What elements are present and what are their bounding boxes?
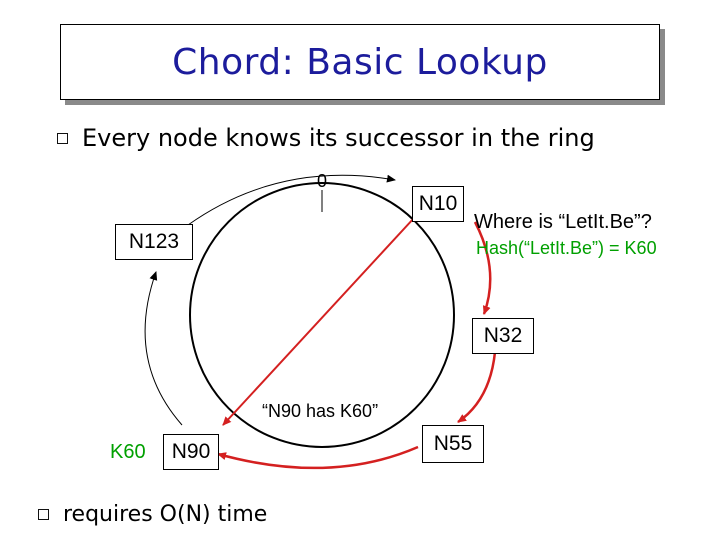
node-n90: N90 bbox=[163, 434, 219, 470]
title-box: Chord: Basic Lookup bbox=[60, 24, 660, 100]
node-n123-label: N123 bbox=[128, 230, 180, 253]
arrow-n55-n90 bbox=[217, 445, 419, 470]
answer-label: “N90 has K60” bbox=[262, 401, 379, 421]
slide-title: Chord: Basic Lookup bbox=[172, 41, 548, 83]
node-n55: N55 bbox=[422, 425, 484, 463]
bullet-marker-icon bbox=[57, 132, 68, 144]
node-n32: N32 bbox=[472, 318, 534, 354]
key-label-k60: K60 bbox=[110, 441, 146, 463]
bullet-marker-icon bbox=[38, 509, 49, 520]
bullet-text-successor: Every node knows its successor in the ri… bbox=[82, 124, 595, 152]
node-n10-label: N10 bbox=[418, 192, 458, 215]
arrow-n90-n123 bbox=[144, 271, 183, 426]
hash-label: Hash(“LetIt.Be”) = K60 bbox=[476, 238, 657, 258]
ring-zero-label: 0 bbox=[317, 171, 328, 191]
arrow-n123-n10 bbox=[187, 174, 396, 226]
arrow-n32-n55 bbox=[457, 351, 497, 424]
bullet-successor: Every node knows its successor in the ri… bbox=[57, 124, 595, 152]
node-n32-label: N32 bbox=[483, 324, 523, 347]
node-n55-label: N55 bbox=[433, 432, 473, 455]
arrow-answer-n90 bbox=[222, 217, 415, 426]
bullet-complexity: requires O(N) time bbox=[38, 502, 267, 527]
node-n123: N123 bbox=[115, 224, 193, 260]
node-n10: N10 bbox=[412, 186, 464, 222]
ring-circle bbox=[189, 182, 455, 448]
bullet-text-complexity: requires O(N) time bbox=[63, 502, 268, 527]
node-n90-label: N90 bbox=[171, 440, 211, 463]
arrow-n10-n32 bbox=[473, 221, 492, 315]
lookup-question: Where is “LetIt.Be”? bbox=[474, 211, 652, 233]
